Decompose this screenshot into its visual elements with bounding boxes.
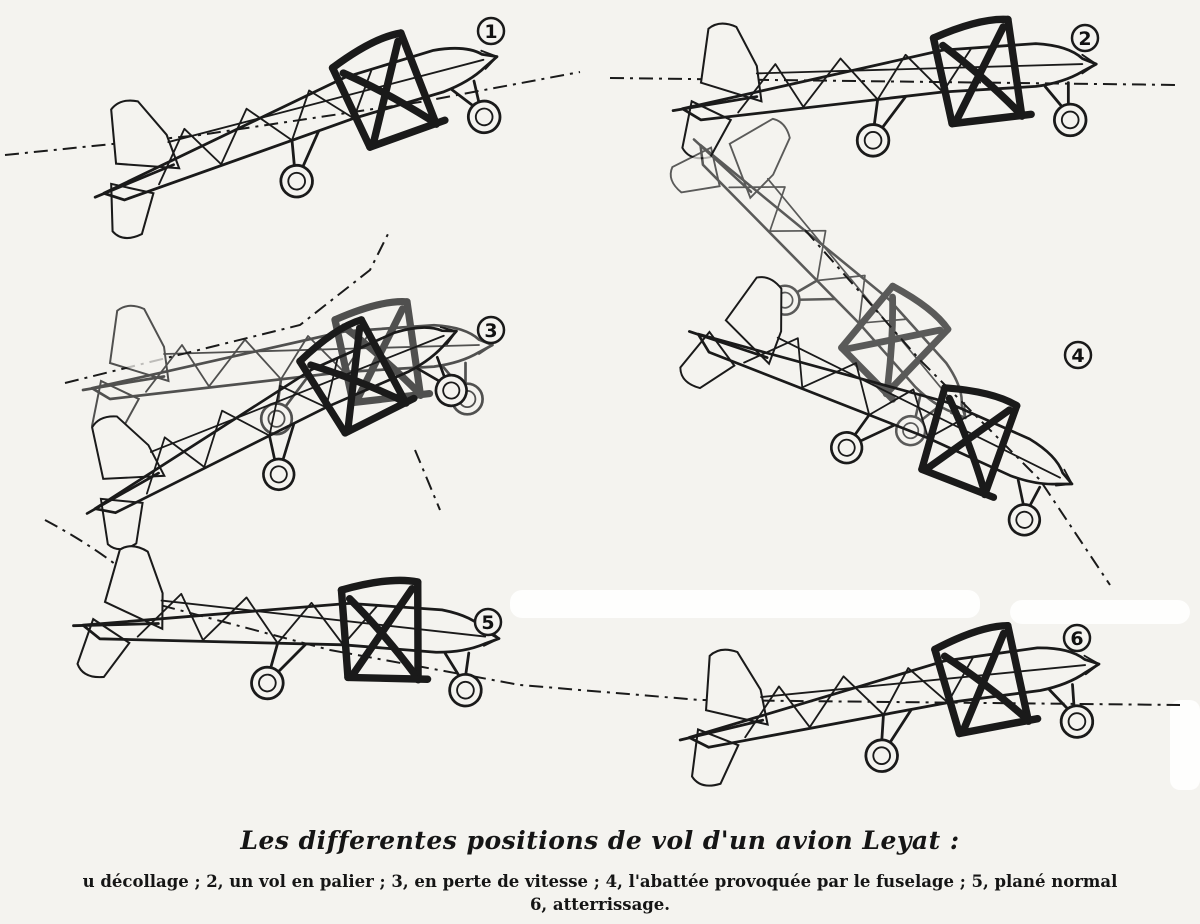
svg-text:2: 2 <box>1078 28 1091 50</box>
position-label-1: 1 <box>476 16 506 46</box>
paper-smudge <box>1010 600 1190 624</box>
flight-path-line-2 <box>609 77 1181 86</box>
svg-text:5: 5 <box>481 612 494 634</box>
aircraft-position-1 <box>75 13 519 244</box>
position-label-3: 3 <box>476 315 506 345</box>
aircraft-position-5 <box>67 535 505 731</box>
aircraft-position-6 <box>674 619 1106 787</box>
caption-legend-line-1: u décollage ; 2, un vol en palier ; 3, e… <box>82 872 1118 891</box>
svg-text:3: 3 <box>484 320 497 342</box>
aircraft-position-2 <box>673 19 1096 158</box>
position-label-5: 5 <box>473 607 503 637</box>
svg-text:6: 6 <box>1070 628 1083 650</box>
aircraft-position-3a <box>83 302 493 436</box>
paper-smudge <box>510 590 980 618</box>
flight-path-line-3b <box>414 449 441 511</box>
flight-path-line-1 <box>4 71 581 156</box>
caption-legend-line-2: 6, atterrissage. <box>529 895 671 914</box>
position-label-6: 6 <box>1062 623 1092 653</box>
caption-title: Les differentes positions de vol d'un av… <box>240 826 960 855</box>
svg-text:4: 4 <box>1071 345 1084 367</box>
position-label-2: 2 <box>1070 23 1100 53</box>
svg-text:1: 1 <box>484 21 497 43</box>
flight-path-line-4 <box>804 229 1111 586</box>
position-label-4: 4 <box>1063 340 1093 370</box>
paper-smudge <box>1170 700 1200 790</box>
